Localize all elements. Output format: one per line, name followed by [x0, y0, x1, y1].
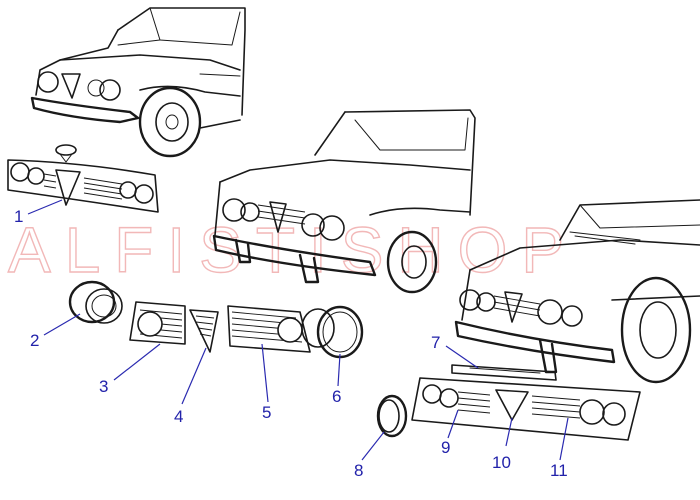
part-1-grille-assembly — [7, 144, 159, 213]
callout-3: 3 — [99, 377, 108, 396]
part-8-ring — [376, 394, 408, 438]
callout-5: 5 — [262, 403, 271, 422]
callout-6: 6 — [332, 387, 341, 406]
callout-leaders — [27, 199, 569, 461]
part-9-11-nuova-grille — [411, 377, 641, 441]
part-4-shield — [189, 309, 219, 353]
callout-11: 11 — [550, 461, 568, 480]
callout-4: 4 — [174, 407, 183, 426]
part-5-right-grille — [227, 305, 311, 353]
part-6-headlamp-rings — [301, 305, 364, 359]
callout-8: 8 — [354, 461, 363, 480]
callout-2: 2 — [30, 331, 39, 350]
part-2-headlamp-rings — [68, 280, 123, 324]
callout-7: 7 — [431, 333, 440, 352]
car-early-giulia — [30, 7, 246, 158]
callout-1: 1 — [14, 207, 23, 226]
part-3-left-grille — [129, 301, 186, 345]
callout-10: 10 — [492, 453, 511, 472]
callout-9: 9 — [441, 438, 450, 457]
car-giulia-super — [212, 109, 476, 294]
part-7-upper-bar — [451, 364, 557, 381]
